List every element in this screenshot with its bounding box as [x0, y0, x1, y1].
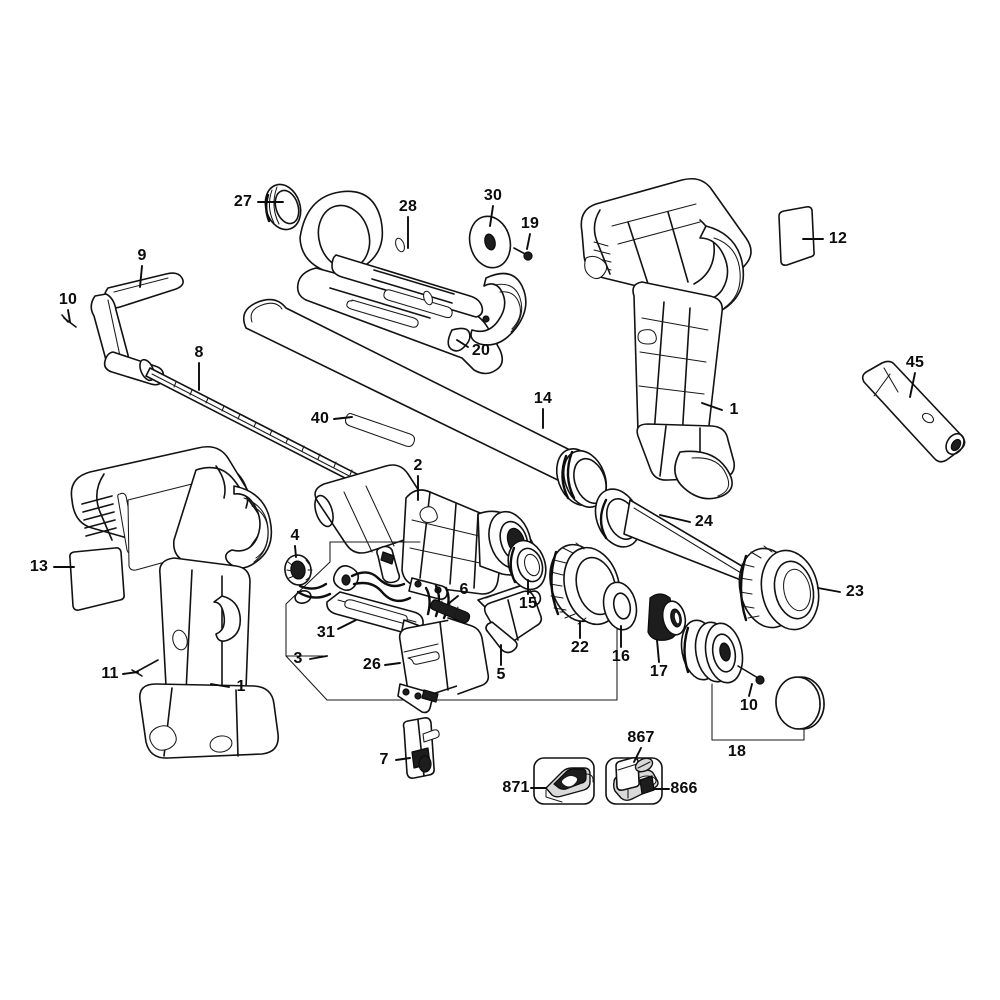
callout-number-4: 4 [290, 527, 300, 544]
leader-line-6 [447, 595, 459, 605]
part-866-battery-pack [605, 757, 663, 805]
callout-number-31: 31 [316, 624, 336, 641]
callout-number-9: 9 [137, 247, 147, 264]
callout-number-17: 17 [649, 663, 669, 680]
callout-number-24: 24 [694, 513, 714, 530]
leader-line-20 [456, 339, 469, 348]
leader-line-17 [656, 639, 660, 663]
part-30-plunger-disc [468, 215, 512, 269]
callout-number-14: 14 [533, 390, 553, 407]
callout-number-5: 5 [496, 666, 506, 683]
callout-number-19: 19 [520, 215, 540, 232]
callout-number-23: 23 [845, 583, 865, 600]
part-10-screw-lower [737, 665, 765, 685]
part-871-battery-charger [533, 757, 595, 805]
callout-number-16: 16 [611, 648, 631, 665]
leader-line-9 [139, 265, 143, 288]
part-26-trigger-switch [397, 584, 490, 714]
leader-line-3 [309, 655, 328, 660]
callout-number-22: 22 [570, 639, 590, 656]
part-28-half-barrel-cradle [296, 190, 527, 375]
callout-number-1: 1 [236, 678, 246, 695]
callout-number-26: 26 [362, 656, 382, 673]
leader-lines [53, 201, 916, 790]
leader-line-7 [395, 757, 411, 761]
leader-line-40 [333, 416, 353, 420]
leader-line-11 [122, 671, 139, 675]
callout-number-8: 8 [194, 344, 204, 361]
part-1-housing-left [70, 445, 279, 759]
callout-number-20: 20 [471, 342, 491, 359]
callout-number-867: 867 [627, 729, 655, 746]
callout-number-10: 10 [739, 697, 759, 714]
leader-line-45 [909, 372, 916, 398]
callout-number-10: 10 [58, 291, 78, 308]
part-17-bushing [647, 593, 687, 641]
callout-number-871: 871 [502, 779, 530, 796]
leader-line-10 [748, 683, 753, 697]
callout-number-28: 28 [398, 198, 418, 215]
leader-line-867 [633, 747, 642, 763]
part-15-ball-bearing [507, 539, 547, 591]
part-18-drive-pulley-group [680, 619, 825, 741]
part-7-speed-dial [402, 717, 440, 779]
leader-line-26 [384, 662, 401, 666]
part-13-nameplate-label [69, 547, 125, 611]
callout-number-13: 13 [29, 558, 49, 575]
callout-number-45: 45 [905, 354, 925, 371]
callout-number-3: 3 [293, 650, 303, 667]
leader-line-1 [210, 683, 230, 688]
part-23-nozzle-cap-nut [738, 545, 820, 631]
part-12-nameplate-label [778, 206, 815, 266]
callout-number-7: 7 [379, 751, 389, 768]
leader-line-24 [659, 514, 691, 523]
callout-number-15: 15 [518, 595, 538, 612]
part-6-spring-pin [429, 599, 471, 624]
leader-line-10 [67, 309, 71, 323]
callout-number-18: 18 [727, 743, 747, 760]
part-867-battery-terminal-cap [634, 757, 654, 773]
callout-number-11: 11 [101, 665, 119, 682]
leader-line-31 [337, 619, 357, 630]
callout-number-6: 6 [459, 581, 469, 598]
callout-number-2: 2 [413, 457, 423, 474]
part-16-flat-washer [602, 581, 638, 631]
part-40-rack-strip [344, 412, 416, 448]
part-45-spanner-tool [861, 360, 966, 463]
part-27-end-cap-ring [264, 183, 302, 231]
leader-line-4 [294, 545, 297, 558]
part-11-screw [131, 659, 159, 677]
callout-number-866: 866 [670, 780, 698, 797]
callout-number-40: 40 [310, 410, 330, 427]
part-1-housing-right [580, 177, 752, 500]
part-14-barrel-tube [242, 298, 608, 508]
part-4-armature-bearing [284, 554, 313, 604]
leader-line-1 [701, 402, 723, 411]
leader-line-30 [489, 205, 494, 227]
part-19-set-screw [513, 247, 533, 261]
part-5-release-lever [477, 583, 543, 654]
callout-number-27: 27 [233, 193, 253, 210]
callout-number-30: 30 [483, 187, 503, 204]
leader-line-23 [817, 587, 841, 593]
callout-number-1: 1 [729, 401, 739, 418]
callout-number-12: 12 [828, 230, 848, 247]
leader-line-19 [526, 233, 531, 250]
part-9-plunger-handle [90, 272, 184, 386]
